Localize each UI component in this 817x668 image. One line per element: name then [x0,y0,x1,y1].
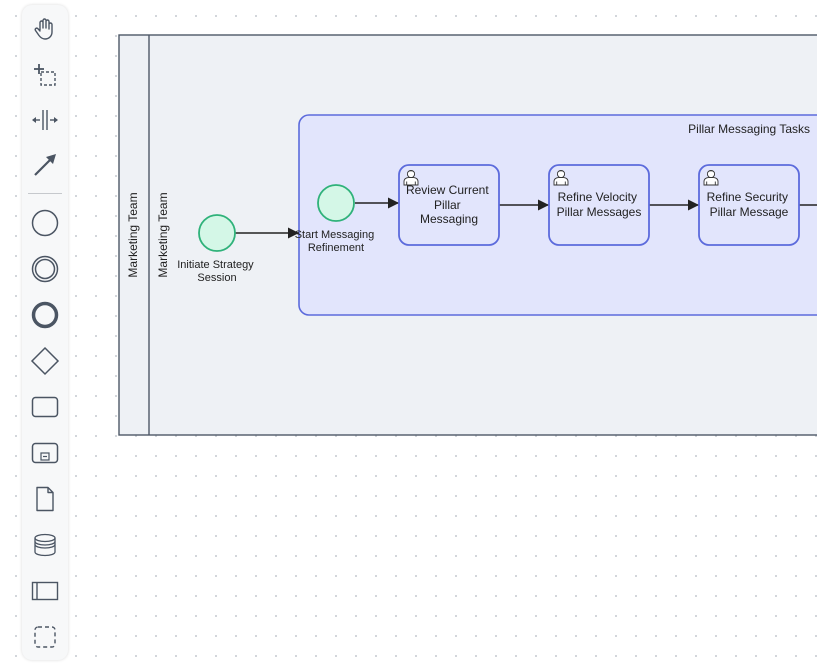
pool-label: Marketing Team [126,192,140,277]
create-participant-button[interactable] [27,573,63,609]
task-label: Review Current Pillar Messaging [406,183,492,226]
participant-icon [31,581,59,601]
start-event-messaging-refinement[interactable]: Start Messaging Refinement [295,184,378,254]
create-data-object-button[interactable] [27,481,63,517]
task-label: Refine Security Pillar Message [707,190,792,219]
start-event-label: Initiate Strategy Session [177,259,257,284]
space-tool-icon [32,110,58,130]
gateway-icon [30,346,60,376]
palette-separator [28,193,62,194]
create-start-event-button[interactable] [27,205,63,241]
task-refine-security-pillar-message[interactable]: Refine Security Pillar Message [698,164,800,246]
hand-tool-button[interactable] [27,11,63,47]
start-event-initiate-strategy[interactable]: Initiate Strategy Session [177,214,257,284]
create-end-event-button[interactable] [27,297,63,333]
start-event-icon [31,209,59,237]
create-intermediate-event-button[interactable] [27,251,63,287]
data-store-icon [34,533,56,557]
lasso-icon [34,64,56,86]
group-icon [34,626,56,648]
subprocess-label: Pillar Messaging Tasks [688,122,810,136]
task-box[interactable] [398,164,500,246]
create-task-button[interactable] [27,389,63,425]
space-tool-button[interactable] [27,102,63,138]
global-connect-tool-button[interactable] [27,147,63,183]
task-box[interactable] [548,164,650,246]
create-subprocess-button[interactable] [27,435,63,471]
subprocess-icon [31,442,59,464]
lasso-tool-button[interactable] [27,57,63,93]
task-refine-velocity-pillar-messages[interactable]: Refine Velocity Pillar Messages [548,164,650,246]
hand-icon [34,18,53,40]
create-data-store-button[interactable] [27,527,63,563]
start-event-circle[interactable] [198,214,236,252]
task-review-current-pillar-messaging[interactable]: Review Current Pillar Messaging [398,164,500,246]
task-box[interactable] [698,164,800,246]
create-group-button[interactable] [27,619,63,655]
tool-palette [22,5,68,660]
data-object-icon [36,486,54,512]
lane-label: Marketing Team [156,192,170,277]
global-connect-icon [34,154,56,176]
create-gateway-button[interactable] [27,343,63,379]
subprocess-start-event-label: Start Messaging Refinement [295,229,378,254]
task-label: Refine Velocity Pillar Messages [557,190,642,219]
subprocess-start-event-circle[interactable] [317,184,355,222]
intermediate-event-icon [31,255,59,283]
end-event-icon [31,301,59,329]
task-icon [31,396,59,418]
